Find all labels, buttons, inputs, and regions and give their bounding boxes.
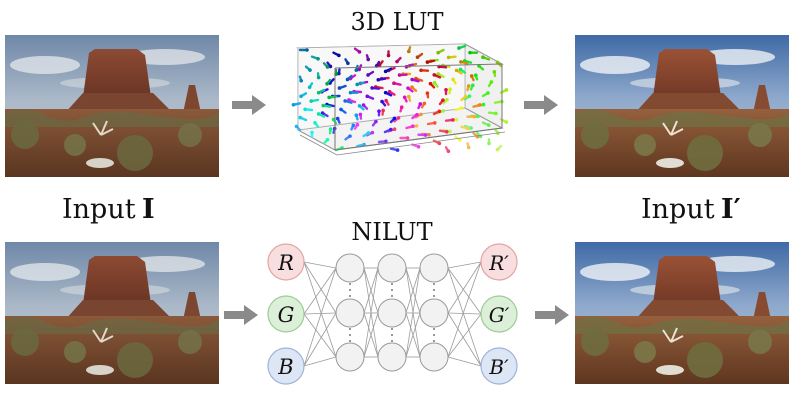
- lut-title: 3D LUT: [351, 8, 444, 36]
- input-node-b-label: B: [277, 355, 293, 379]
- input-node-g-label: G: [278, 303, 295, 327]
- output-node-r: [480, 243, 518, 281]
- input-caption-symbol: I: [142, 194, 155, 225]
- output-node-b: [480, 347, 518, 385]
- hidden-layer-3: [419, 253, 449, 372]
- arrow-top-right: [524, 95, 558, 115]
- nilut-network: R G B R′ G′ B′: [267, 243, 518, 385]
- output-node-b-label: B′: [488, 355, 509, 379]
- input-node-r-label: R: [277, 251, 294, 275]
- lut-cube-icon: [291, 43, 509, 156]
- hidden-layer-1: [335, 253, 365, 372]
- input-caption-text: Input: [62, 194, 136, 225]
- nilut-title: NILUT: [351, 218, 432, 246]
- output-photo-bottom: [575, 242, 789, 384]
- input-photo-top: [5, 35, 219, 177]
- input-caption: Input I: [62, 194, 155, 225]
- hidden-layer-2: [377, 253, 407, 372]
- output-caption: Input I′: [641, 194, 741, 225]
- input-photo-bottom: [5, 242, 219, 384]
- arrow-top-left: [232, 95, 266, 115]
- output-caption-text: Input: [641, 194, 715, 225]
- output-node-g-label: G′: [489, 303, 510, 327]
- output-photo-top: [575, 35, 789, 177]
- output-node-g: [480, 295, 518, 333]
- arrow-bottom-right: [535, 305, 569, 325]
- input-node-b: [267, 347, 305, 385]
- arrow-bottom-left: [224, 305, 258, 325]
- input-node-g: [267, 295, 305, 333]
- input-node-r: [267, 243, 305, 281]
- output-caption-symbol: I′: [721, 194, 741, 225]
- output-node-r-label: R′: [488, 251, 509, 275]
